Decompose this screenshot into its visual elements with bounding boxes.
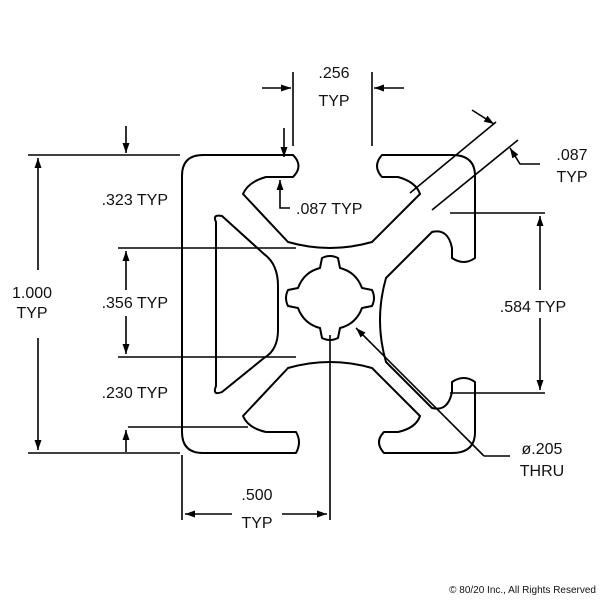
slot-opening-value: .256: [318, 65, 349, 82]
extension-lines: [28, 72, 545, 520]
center-hole-diameter: ø.205: [522, 441, 563, 458]
lip-thickness-top-label: .087 TYP: [296, 201, 362, 218]
lower-offset-label: .230 TYP: [102, 385, 168, 402]
copyright-notice: © 80/20 Inc., All Rights Reserved: [449, 585, 596, 596]
overall-height-value: 1.000: [12, 285, 52, 302]
core-height-label: .356 TYP: [102, 295, 168, 312]
slot-spacing-label: .584 TYP: [500, 299, 566, 316]
dimension-lines: [34, 84, 544, 518]
upper-offset-label: .323 TYP: [102, 192, 168, 209]
overall-height-unit: TYP: [16, 305, 47, 322]
center-distance-unit: TYP: [241, 515, 272, 532]
center-distance-value: .500: [241, 487, 272, 504]
lip-thickness-diagonal-unit: TYP: [556, 169, 587, 186]
slot-opening-unit: TYP: [318, 93, 349, 110]
profile-outline: [181, 154, 476, 454]
dimension-labels: .256 TYP .087 TYP .087 TYP .323 TYP 1.00…: [12, 65, 588, 532]
center-hole-thru: THRU: [520, 463, 564, 480]
lip-thickness-diagonal-value: .087: [556, 147, 587, 164]
